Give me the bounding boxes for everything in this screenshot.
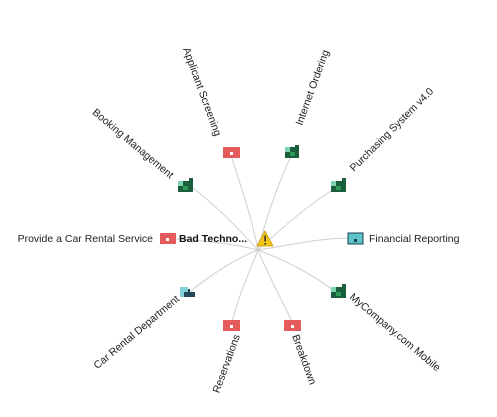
capability-red-icon	[160, 233, 176, 244]
node-label: Applicant Screening	[180, 46, 223, 138]
node-label: Breakdown	[289, 333, 318, 387]
node-label: Booking Management	[90, 106, 176, 181]
application-icon	[178, 178, 193, 192]
application-icon	[285, 145, 299, 158]
node-mycompany-mobile[interactable]: MyCompany.com Mobile	[331, 284, 443, 374]
node-label: Internet Ordering	[294, 48, 332, 127]
warning-triangle-icon	[256, 230, 274, 247]
edge-car-rental-department	[187, 249, 259, 294]
node-label: MyCompany.com Mobile	[347, 291, 443, 374]
node-reservations[interactable]: Reservations	[211, 320, 243, 395]
node-label: Reservations	[211, 333, 243, 395]
node-breakdown[interactable]: Breakdown	[284, 320, 318, 387]
data-object-icon	[347, 232, 364, 245]
node-booking-management[interactable]: Booking Management	[90, 106, 193, 192]
node-label: Car Rental Department	[92, 293, 182, 372]
capability-red-icon	[223, 147, 240, 158]
node-label: Purchasing System v4.0	[348, 85, 437, 174]
edge-breakdown	[257, 249, 293, 323]
node-label: Provide a Car Rental Service	[18, 233, 154, 245]
application-icon	[331, 178, 346, 192]
edge-booking-management	[189, 185, 259, 251]
node-purchasing-system[interactable]: Purchasing System v4.0	[331, 85, 436, 192]
node-applicant-screening[interactable]: Applicant Screening	[180, 46, 240, 158]
department-icon	[180, 287, 195, 297]
edge-provide-car-rental	[173, 238, 259, 251]
node-financial-reporting[interactable]: Financial Reporting	[347, 232, 460, 245]
edge-reservations	[231, 249, 259, 324]
capability-red-icon	[284, 320, 301, 331]
center-node[interactable]: Bad Techno...	[179, 230, 274, 247]
application-icon	[331, 284, 346, 298]
edge-applicant-screening	[231, 157, 259, 251]
edge-financial-reporting	[257, 237, 352, 251]
node-car-rental-department[interactable]: Car Rental Department	[92, 287, 195, 372]
capability-red-icon	[223, 320, 240, 331]
node-provide-car-rental[interactable]: Provide a Car Rental Service	[18, 233, 176, 245]
edge-mycompany-mobile	[257, 249, 335, 292]
node-label: Financial Reporting	[369, 233, 460, 245]
node-internet-ordering[interactable]: Internet Ordering	[285, 48, 332, 158]
center-label: Bad Techno...	[179, 233, 247, 245]
